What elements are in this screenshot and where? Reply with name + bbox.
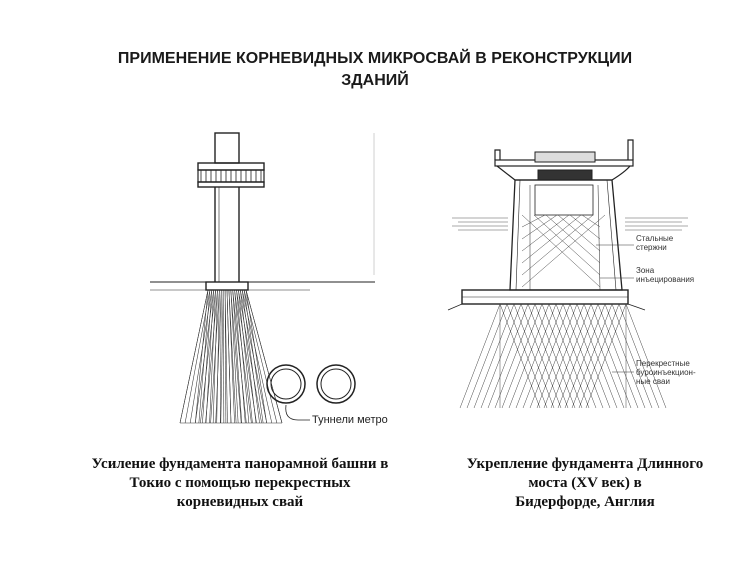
- tower-diagram: [150, 132, 375, 424]
- slide-title: ПРИМЕНЕНИЕ КОРНЕВИДНЫХ МИКРОСВАЙ В РЕКОН…: [0, 48, 750, 92]
- water-lines: [452, 217, 688, 231]
- cross-bored-piles: [459, 303, 667, 409]
- metro-tunnels: [266, 364, 356, 404]
- right-caption-line-3: Бидерфорде, Англия: [515, 494, 655, 510]
- label-cross-piles-3: ные сваи: [636, 377, 670, 386]
- label-cross-piles-1: Перекрестные: [636, 359, 690, 368]
- slide-title-line-1: ПРИМЕНЕНИЕ КОРНЕВИДНЫХ МИКРОСВАЙ В РЕКОН…: [117, 50, 633, 67]
- slide-title-line-2: ЗДАНИЙ: [341, 72, 409, 89]
- bridge-diagram: [447, 139, 688, 409]
- label-steel-rods-1: Стальные: [636, 234, 674, 243]
- observation-deck: [197, 162, 265, 188]
- tower-base: [205, 281, 249, 291]
- tunnel-label: Туннели метро: [312, 414, 388, 426]
- right-caption-line-2: моста (XV век) в: [528, 475, 642, 491]
- tower-shaft: [214, 187, 240, 282]
- left-caption: Усиление фундамента панорамной башни в Т…: [70, 455, 410, 512]
- label-leaders: [596, 244, 634, 373]
- label-injection-zone-2: инъецирования: [636, 275, 694, 284]
- label-cross-piles-2: буроинъекцион-: [636, 368, 696, 377]
- tunnel-leader-line: [285, 404, 310, 421]
- root-piles: [179, 289, 283, 424]
- tower-top-shaft: [214, 132, 240, 164]
- left-caption-line-3: корневидных свай: [176, 494, 304, 510]
- bridge-labels: Стальные стержни Зона инъецирования Пере…: [636, 234, 696, 386]
- right-caption: Укрепление фундамента Длинного моста (XV…: [440, 455, 730, 512]
- bridge-deck: [494, 139, 634, 181]
- label-injection-zone-1: Зона: [636, 266, 655, 275]
- bridge-footing: [461, 289, 629, 305]
- left-caption-line-1: Усиление фундамента панорамной башни в: [91, 456, 389, 472]
- label-steel-rods-2: стержни: [636, 243, 667, 252]
- right-caption-line-1: Укрепление фундамента Длинного: [466, 456, 704, 472]
- bridge-pier: [509, 179, 623, 291]
- left-caption-line-2: Токио с помощью перекрестных: [129, 475, 351, 491]
